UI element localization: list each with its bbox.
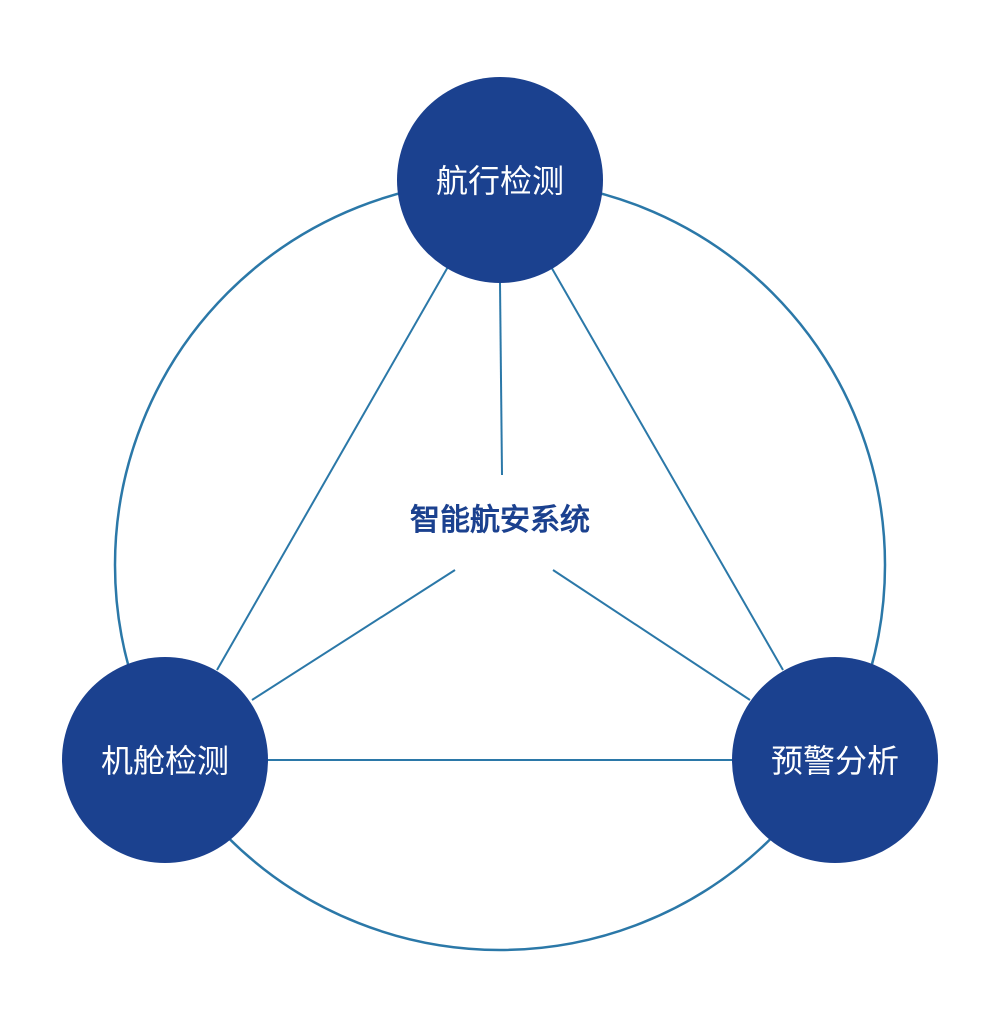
node-navigation-label: 航行检测: [436, 162, 564, 200]
spoke-left: [251, 569, 456, 701]
spoke-top: [499, 282, 503, 476]
center-label: 智能航安系统: [410, 503, 590, 538]
node-navigation-circle: [397, 77, 603, 283]
spoke-right: [552, 569, 751, 701]
node-navigation-detection: 航行检测: [397, 77, 603, 283]
node-engine-room-detection: 机舱检测: [62, 657, 268, 863]
node-warning-label: 预警分析: [771, 742, 899, 780]
edge-top-left: [216, 264, 450, 671]
node-warning-circle: [732, 657, 938, 863]
edge-top-right: [549, 264, 784, 671]
node-engine-room-label: 机舱检测: [101, 742, 229, 780]
node-warning-analysis: 预警分析: [732, 657, 938, 863]
node-engine-room-circle: [62, 657, 268, 863]
